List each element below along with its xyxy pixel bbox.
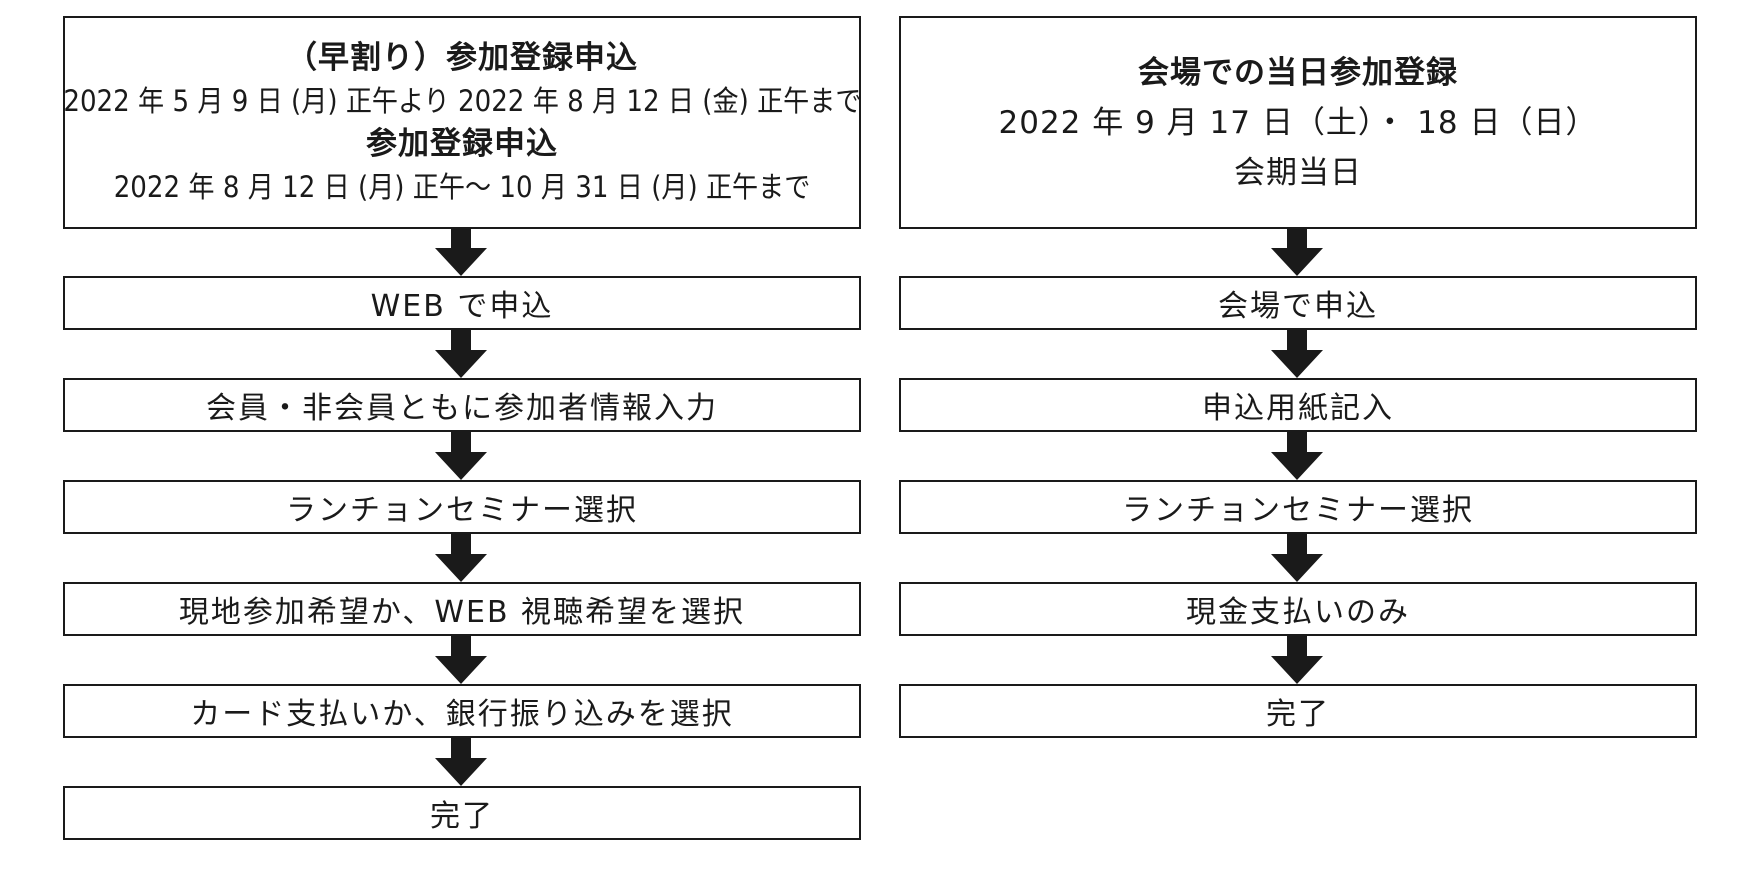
step-label: 申込用紙記入: [1202, 391, 1394, 426]
registration-period: 2022 年 8 月 12 日 (月) 正午～ 10 月 31 日 (月) 正午…: [113, 169, 811, 204]
flow-arrow-icon: [1271, 636, 1323, 684]
flow-arrow-icon: [435, 432, 487, 480]
step-venue-apply: 会場で申込: [899, 276, 1697, 330]
step-attendance-mode: 現地参加希望か、WEB 視聴希望を選択: [63, 582, 861, 636]
step-payment-method: カード支払いか、銀行振り込みを選択: [63, 684, 861, 738]
step-web-apply: WEB で申込: [63, 276, 861, 330]
flow-arrow-icon: [1271, 534, 1323, 582]
step-complete: 完了: [63, 786, 861, 840]
step-participant-info: 会員・非会員ともに参加者情報入力: [63, 378, 861, 432]
flow-arrow-icon: [435, 330, 487, 378]
step-cash-payment: 現金支払いのみ: [899, 582, 1697, 636]
step-label: WEB で申込: [370, 289, 554, 324]
step-label: ランチョンセミナー選択: [1122, 493, 1474, 528]
step-label: 現地参加希望か、WEB 視聴希望を選択: [178, 595, 746, 630]
onsite-registration-dates: 2022 年 9 月 17 日（土）・ 18 日（日）: [998, 104, 1598, 141]
onsite-registration-header-box: 会場での当日参加登録 2022 年 9 月 17 日（土）・ 18 日（日） 会…: [899, 16, 1697, 229]
early-registration-period: 2022 年 5 月 9 日 (月) 正午より 2022 年 8 月 12 日 …: [62, 83, 862, 118]
step-label: 会場で申込: [1218, 289, 1378, 324]
flow-arrow-icon: [435, 738, 487, 786]
flow-arrow-icon: [435, 636, 487, 684]
flow-arrow-icon: [435, 534, 487, 582]
flow-arrow-icon: [1271, 432, 1323, 480]
step-label: 現金支払いのみ: [1186, 595, 1410, 630]
step-luncheon-seminar: ランチョンセミナー選択: [899, 480, 1697, 534]
step-complete: 完了: [899, 684, 1697, 738]
step-luncheon-seminar: ランチョンセミナー選択: [63, 480, 861, 534]
flow-arrow-icon: [1271, 330, 1323, 378]
onsite-registration-title: 会場での当日参加登録: [1138, 54, 1458, 91]
step-label: カード支払いか、銀行振り込みを選択: [190, 697, 734, 732]
early-registration-header-box: （早割り）参加登録申込 2022 年 5 月 9 日 (月) 正午より 2022…: [63, 16, 861, 229]
flow-arrow-icon: [435, 228, 487, 276]
flow-arrow-icon: [1271, 228, 1323, 276]
step-label: 完了: [1266, 697, 1330, 732]
step-label: ランチョンセミナー選択: [286, 493, 638, 528]
step-label: 完了: [430, 799, 494, 834]
step-label: 会員・非会員ともに参加者情報入力: [206, 391, 718, 426]
early-registration-title: （早割り）参加登録申込: [286, 39, 638, 76]
registration-title: 参加登録申込: [366, 125, 558, 162]
step-application-form: 申込用紙記入: [899, 378, 1697, 432]
onsite-registration-note: 会期当日: [1234, 154, 1362, 191]
